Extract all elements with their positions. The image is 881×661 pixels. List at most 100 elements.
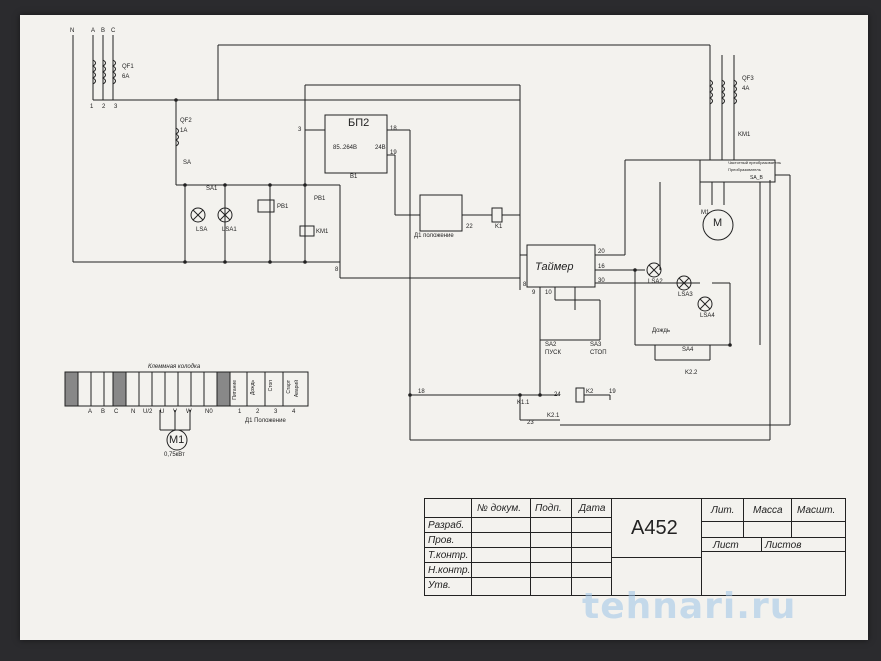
label-qf2: QF2 <box>180 118 192 124</box>
contact-k21: K2.1 <box>547 413 560 419</box>
terminal-block-title: Клеммная колодка <box>148 364 201 370</box>
terminal-label: B <box>101 409 106 415</box>
label-rv1: РВ1 <box>277 204 289 210</box>
label-vfd-sw: SA_В <box>750 175 763 181</box>
label-lsa: LSA <box>196 227 208 233</box>
relay-k2: K2 <box>586 389 594 395</box>
terminal-num: 4 <box>292 409 296 415</box>
label-km1: KM1 <box>316 229 329 235</box>
terminal-num: 2 <box>256 409 260 415</box>
tb-header-date: Дата <box>579 503 606 514</box>
label-c: C <box>111 28 116 34</box>
tb-massa: Масса <box>753 505 783 516</box>
contact-k22: K2.2 <box>685 370 698 376</box>
label-qf3-rating: 4A <box>742 86 750 92</box>
power-unit-sub: B1 <box>350 174 358 180</box>
motor-label: M1 <box>169 434 185 446</box>
timer-label: Таймер <box>535 261 574 273</box>
tb-lit: Лит. <box>711 505 735 516</box>
timer-pin30: 30 <box>598 278 605 284</box>
timer-pin16: 16 <box>598 264 605 270</box>
node-19: 19 <box>609 389 616 395</box>
timer-pin10: 10 <box>545 290 552 296</box>
power-unit-input: 85..264В <box>333 145 358 151</box>
label-qf2-rating: 1A <box>180 128 188 134</box>
label-lsa1: LSA1 <box>222 227 237 233</box>
label-out2: 2 <box>102 104 106 110</box>
terminal-vlabel: Дождь <box>250 380 256 396</box>
node-24: 24 <box>554 392 561 398</box>
motor-right-sub: M1 <box>701 210 710 216</box>
label-lsa4: LSA4 <box>700 313 715 319</box>
motor-power: 0,75кВт <box>164 452 185 458</box>
power-unit-output: 24В <box>375 145 386 151</box>
label-lsa3: LSA3 <box>678 292 693 298</box>
button-sa3: SA3 <box>590 342 602 348</box>
power-unit-pin8: 8 <box>335 267 339 273</box>
label-lsa2: LSA2 <box>648 279 663 285</box>
terminal-num: 3 <box>274 409 278 415</box>
label-qf1: QF1 <box>122 64 134 70</box>
button-sa4: SA4 <box>682 347 694 353</box>
label-vfd-2: Преобразователь <box>728 167 761 172</box>
label-qf1-rating: 6A <box>122 74 130 80</box>
paper-sheet <box>20 15 868 640</box>
terminal-label: V <box>173 409 178 415</box>
terminal-label: C <box>114 409 119 415</box>
node-18: 18 <box>418 389 425 395</box>
label-sa: SA <box>183 160 192 166</box>
tb-row-utv: Утв. <box>428 580 451 591</box>
timer-pin20: 20 <box>598 249 605 255</box>
tb-code: A452 <box>631 517 678 539</box>
terminal-vlabel: Аварий <box>294 380 300 398</box>
tb-row-prov: Пров. <box>428 535 455 546</box>
terminal-vlabel: Старт <box>286 380 292 394</box>
label-km1-right: KM1 <box>738 132 751 138</box>
tb-header-doc: № докум. <box>477 503 522 514</box>
terminal-label: N0 <box>205 409 213 415</box>
tb-list: Лист <box>713 540 739 551</box>
button-sa2: SA2 <box>545 342 557 348</box>
terminal-label: U <box>160 409 165 415</box>
label-rv1b: РВ1 <box>314 196 326 202</box>
button-sa3-text: СТОП <box>590 350 607 356</box>
tb-listov: Листов <box>765 540 802 551</box>
terminal-caption: Д1 Положение <box>245 418 286 424</box>
tb-masst: Масшт. <box>797 505 836 516</box>
d1-pin21: 22 <box>466 224 473 230</box>
tb-header-sign: Подп. <box>535 503 562 514</box>
terminal-label: N <box>131 409 136 415</box>
power-unit-pin18: 18 <box>390 126 397 132</box>
relay-k1: K1 <box>495 224 503 230</box>
tb-row-razrab: Разраб. <box>428 520 465 531</box>
motor-right-label: М <box>713 217 723 229</box>
d1-caption: Д1 положение <box>414 233 454 239</box>
label-vfd-1: Частотный преобразователь <box>728 160 782 165</box>
terminal-vlabel: Питание <box>232 380 238 400</box>
label-sa1: SA1 <box>206 186 218 192</box>
label-qf3: QF3 <box>742 76 754 82</box>
timer-pin8: 8 <box>523 282 527 288</box>
power-unit-pin19: 19 <box>390 150 397 156</box>
label-out1: 1 <box>90 104 94 110</box>
terminal-label: U/2 <box>143 409 153 415</box>
terminal-num: 1 <box>238 409 242 415</box>
button-sa2-text: ПУСК <box>545 350 561 356</box>
label-out3: 3 <box>114 104 118 110</box>
tb-row-nkontr: Н.контр. <box>428 565 471 576</box>
title-block: № докум. Подп. Дата Разраб. Пров. Т.конт… <box>424 498 846 596</box>
power-unit-pin3: 3 <box>298 127 302 133</box>
power-unit-name: БП2 <box>348 117 370 129</box>
timer-pin9: 9 <box>532 290 536 296</box>
node-23: 23 <box>527 420 534 426</box>
label-n: N <box>70 28 75 34</box>
terminal-label: W <box>186 409 192 415</box>
terminal-vlabel: Стоп <box>268 380 274 392</box>
tb-row-tkontr: Т.контр. <box>428 550 469 561</box>
button-sa4-text: Дождь <box>652 328 671 334</box>
label-b: B <box>101 28 106 34</box>
contact-k11: K1.1 <box>517 400 530 406</box>
label-a: A <box>91 28 96 34</box>
terminal-label: A <box>88 409 93 415</box>
